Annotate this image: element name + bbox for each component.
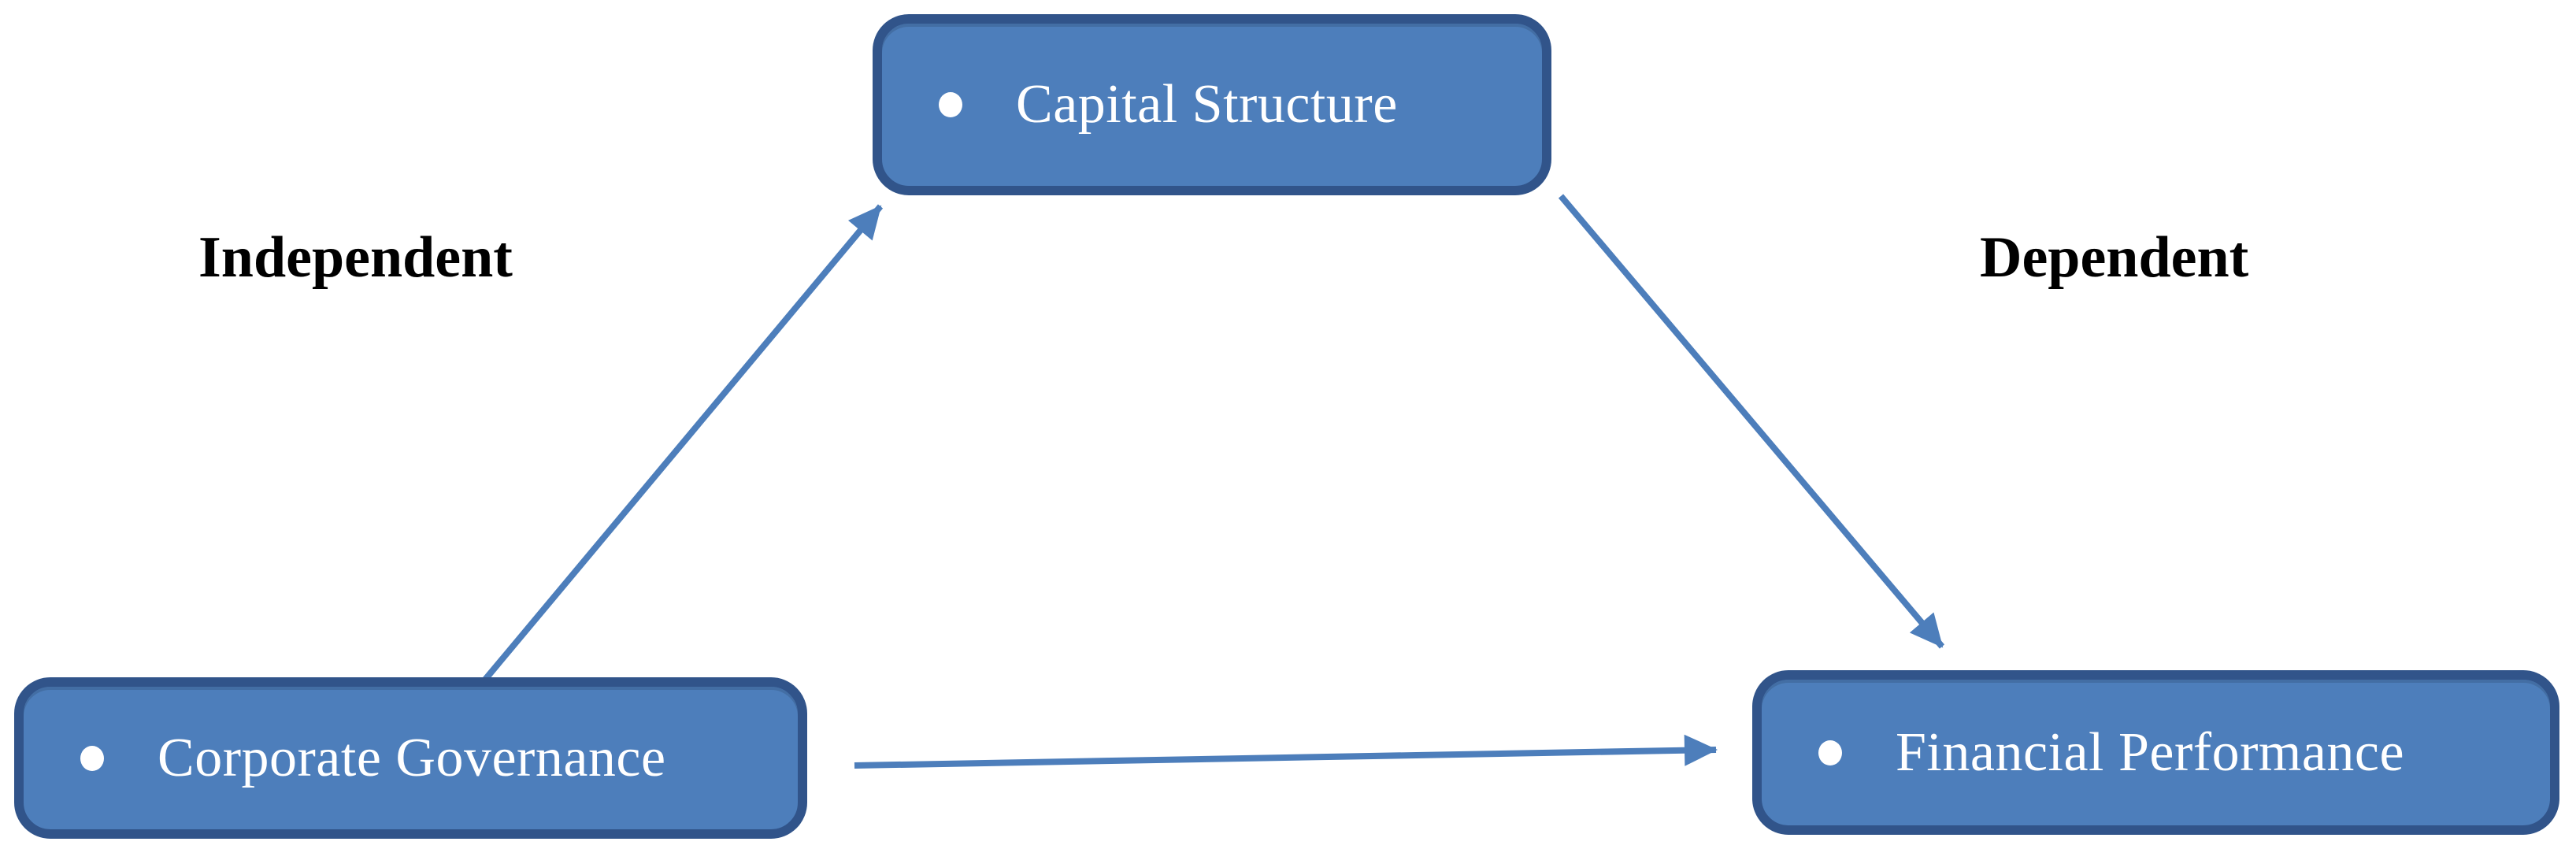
bullet-icon [1818, 740, 1842, 765]
capital-structure-node: Capital Structure [873, 14, 1551, 195]
arrow-corporate-governance-to-financial-performance [854, 734, 1718, 769]
corporate-governance-label: Corporate Governance [158, 727, 666, 788]
bullet-icon [939, 92, 962, 117]
bullet-icon [80, 745, 104, 771]
arrow-corporate-governance-to-capital-structure [481, 204, 884, 683]
financial-performance-node: Financial Performance [1752, 670, 2559, 835]
corporate-governance-node: Corporate Governance [14, 677, 807, 839]
dependent-variable-label: Dependent [1980, 225, 2249, 290]
capital-structure-label: Capital Structure [1016, 74, 1398, 135]
arrow-capital-structure-to-financial-performance [1558, 194, 1945, 649]
independent-variable-label: Independent [198, 225, 513, 290]
financial-performance-label: Financial Performance [1896, 721, 2405, 783]
